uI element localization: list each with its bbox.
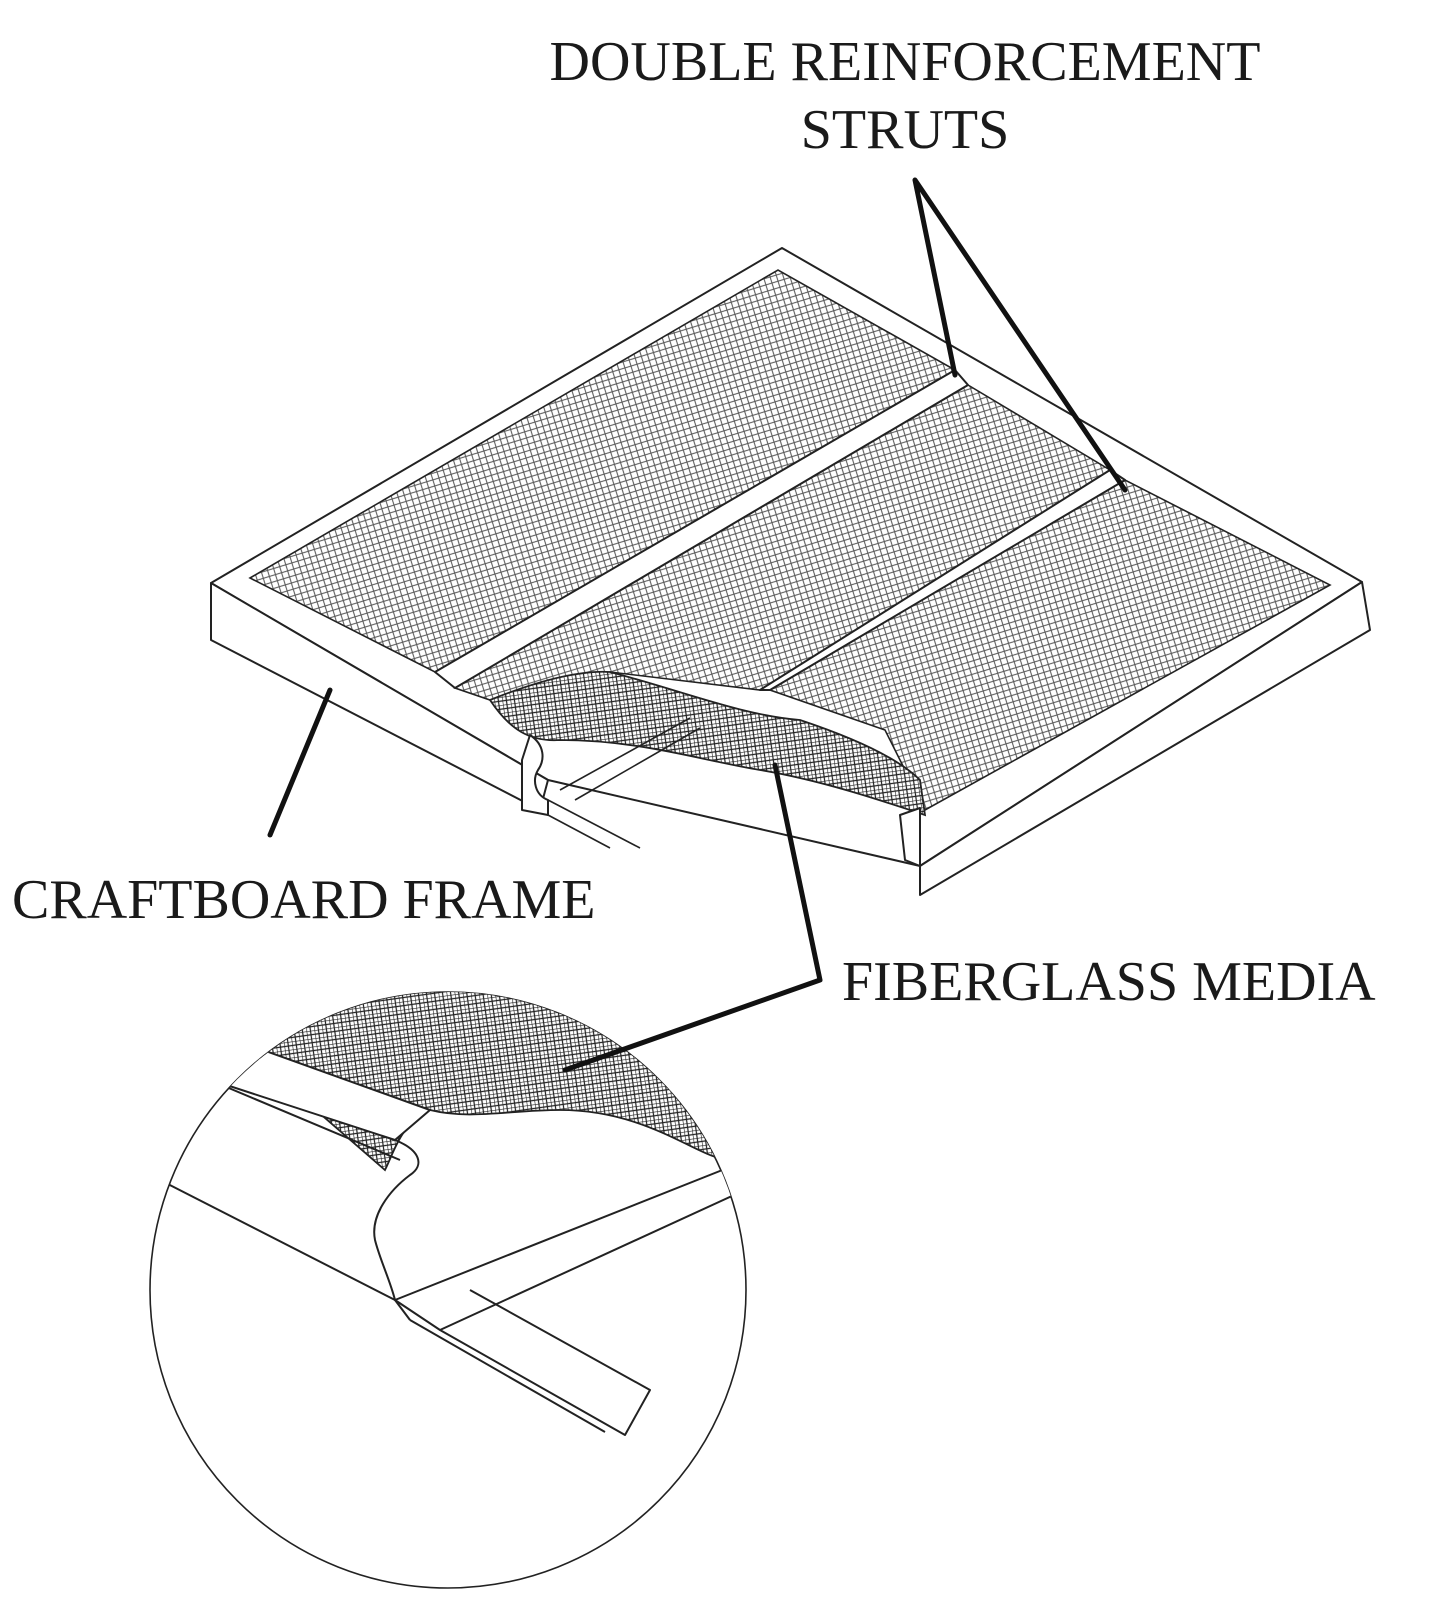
leader-lines [267,177,1128,1073]
struts-label-line2: STRUTS [801,99,1010,161]
detail-tear-edge [373,1139,420,1301]
struts-leader [912,177,1128,493]
frame-label: CRAFTBOARD FRAME [12,869,595,931]
struts-label-line1: DOUBLE REINFORCEMENT [550,31,1261,93]
frame-leader [267,687,333,838]
detail-magnifier [149,991,747,1589]
frame-front-right-face [919,581,1371,896]
reinforcement-strut-2 [759,469,1126,691]
media-label: FIBERGLASS MEDIA [842,951,1376,1013]
labels: DOUBLE REINFORCEMENT STRUTS CRAFTBOARD F… [12,31,1376,1013]
cutaway-media [488,670,927,817]
filter-assembly [210,247,1371,896]
reinforcement-strut-1 [434,369,969,689]
media-leader [562,762,823,1073]
